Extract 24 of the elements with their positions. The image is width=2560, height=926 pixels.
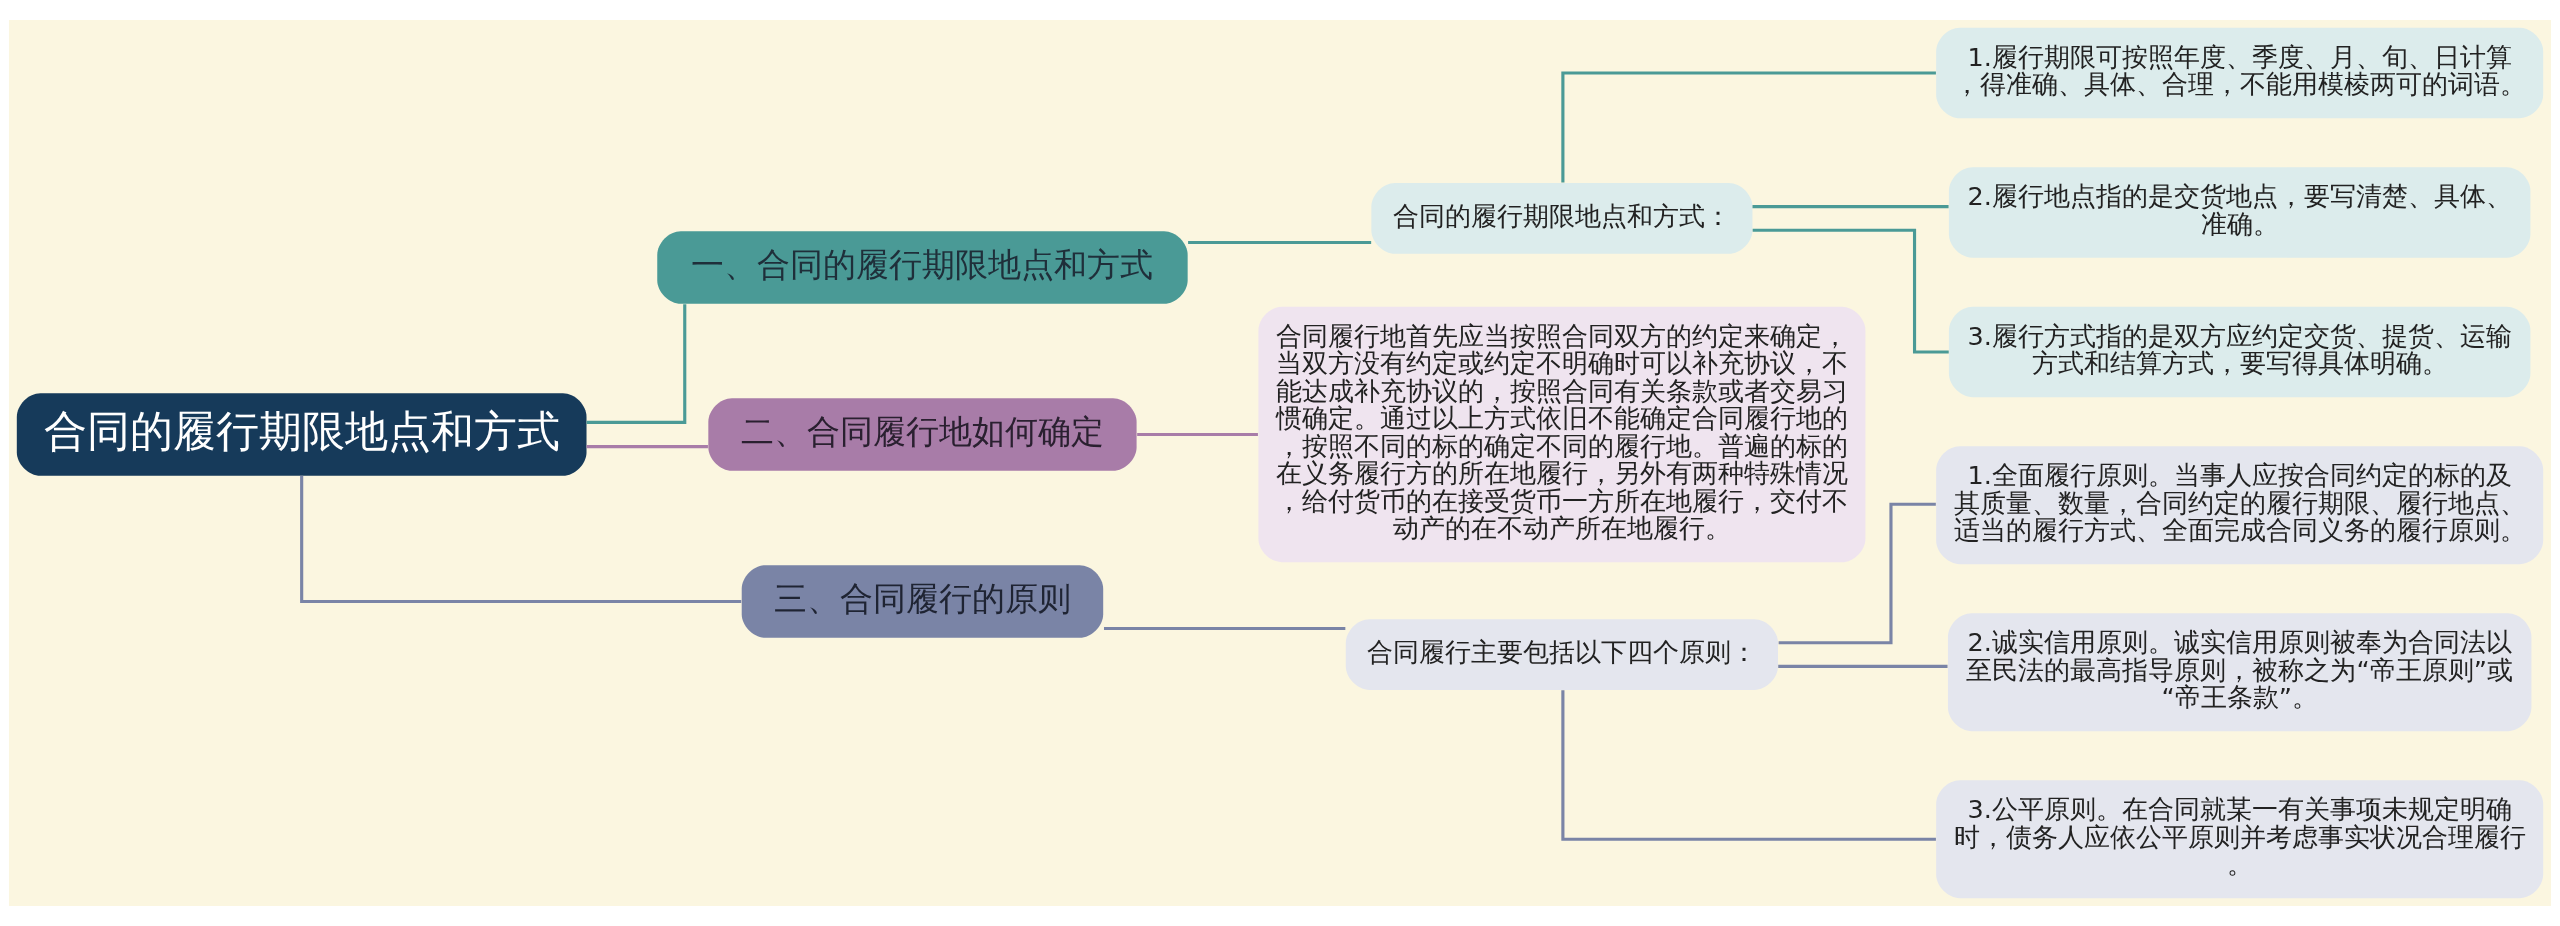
connector bbox=[1188, 240, 1372, 245]
connector bbox=[1104, 626, 1346, 631]
node-box: 合同的履行期限地点和方式 bbox=[16, 393, 587, 476]
node-box: 2.履行地点指的是交货地点，要写清楚、具体、准确。 bbox=[1948, 167, 2531, 258]
node-box: 3.公平原则。在合同就某一有关事项未规定明确时，债务人应依公平原则并考虑事实状况合理履行。 bbox=[1936, 780, 2544, 899]
node-box: 合同履行主要包括以下四个原则： bbox=[1345, 619, 1778, 690]
connector bbox=[1778, 664, 1948, 668]
connector bbox=[300, 475, 742, 604]
node-box: 3.履行方式指的是双方应约定交货、提货、运输方式和结算方式，要写得具体明确。 bbox=[1948, 306, 2531, 398]
connector bbox=[1778, 502, 1936, 645]
connector bbox=[586, 304, 687, 424]
connector bbox=[1137, 432, 1258, 437]
connector bbox=[586, 445, 708, 449]
node-box: 一、合同的履行期限地点和方式 bbox=[657, 231, 1188, 304]
connector bbox=[1561, 71, 1936, 183]
connector bbox=[1561, 690, 1936, 841]
connector bbox=[1752, 205, 1949, 209]
node-box: 合同的履行期限地点和方式： bbox=[1371, 183, 1753, 254]
node-box: 二、合同履行地如何确定 bbox=[708, 398, 1137, 471]
node-box: 1.履行期限可按照年度、季度、月、旬、日计算，得准确、具体、合理，不能用模棱两可的词语。 bbox=[1936, 27, 2544, 119]
node-box: 2.诚实信用原则。诚实信用原则被奉为合同法以至民法的最高指导原则，被称之为“帝王原则”或“帝王条款”。 bbox=[1947, 613, 2532, 732]
node-box: 合同履行地首先应当按照合同双方的约定来确定，当双方没有约定或约定不明确时可以补充协议，不能达成补充协议的，按照合同有关条款或者交易习惯确定。通过以上方式依旧不能确定合同履行地的，按照不同的标的确定不同的履行地。普遍的标的在义务履行方的所在地履行，另外有两种特殊情况，给付货币的在接受货币一方所在地履行，交付不动产的在不动产所在地履行。 bbox=[1258, 306, 1866, 563]
node-box: 1.全面履行原则。当事人应按合同约定的标的及其质量、数量，合同约定的履行期限、履行地点、适当的履行方式、全面完成合同义务的履行原则。 bbox=[1936, 446, 2544, 565]
node-box: 三、合同履行的原则 bbox=[741, 565, 1104, 638]
